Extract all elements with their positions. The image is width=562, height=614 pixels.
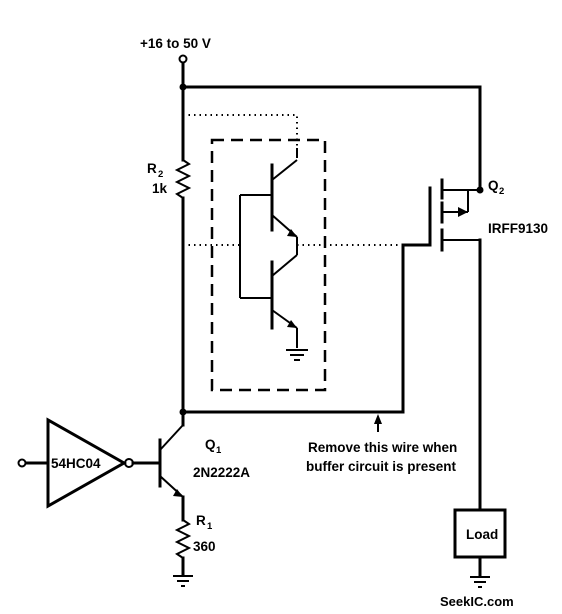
removable-wire [181,243,432,414]
r2-sub: 2 [158,169,163,180]
buffer-npn-transistor [270,148,298,255]
top-rail-wire [181,85,484,194]
r1-name: R [196,513,206,528]
buffer-circuit [183,114,403,392]
q2-part: IRFF9130 [488,221,548,236]
gate-label: 54HC04 [51,456,101,471]
mosfet-q2: Q 2 IRFF9130 [428,178,548,512]
q1-sub: 1 [216,445,222,456]
r2-value: 1k [152,181,168,196]
supply-label: +16 to 50 V [140,36,211,51]
watermark: SeekIC.com [440,594,514,609]
q1-name: Q [205,437,216,452]
r2-name: R [147,161,157,176]
load-label: Load [466,527,498,542]
q2-name: Q [488,178,499,193]
r1-value: 360 [193,539,216,554]
note-line1: Remove this wire when [308,440,457,455]
input-terminal [17,458,27,468]
supply-terminal: +16 to 50 V [140,36,211,64]
q1-ground-icon [173,575,193,587]
note-line2: buffer circuit is present [306,459,457,474]
load-block: Load [453,508,507,588]
inverter-gate: 54HC04 [17,417,162,509]
buffer-box [210,138,327,392]
transistor-q1: Q 1 2N2222A [158,424,250,522]
resistor-r1: R 1 360 [173,513,216,587]
resistor-r2: R 2 1k [147,159,192,199]
r1-sub: 1 [207,521,213,532]
q1-part: 2N2222A [193,465,250,480]
buffer-pnp-transistor [270,254,298,348]
load-ground-icon [470,576,490,588]
buffer-ground-icon [286,349,308,361]
q2-sub: 2 [499,186,504,197]
annotation: Remove this wire when buffer circuit is … [306,414,457,474]
